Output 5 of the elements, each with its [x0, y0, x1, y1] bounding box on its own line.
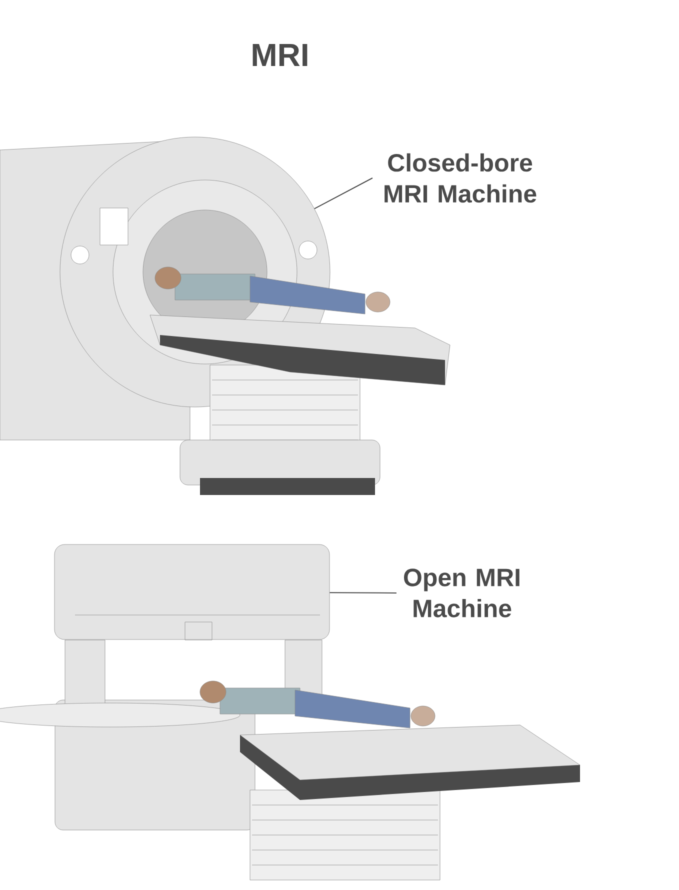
leader-line	[314, 178, 373, 210]
title: MRI	[252, 44, 308, 66]
leader-line	[329, 592, 397, 594]
open-mri-drawing	[0, 544, 580, 880]
machine-label: Closed-bore MRI Machine	[384, 153, 536, 203]
